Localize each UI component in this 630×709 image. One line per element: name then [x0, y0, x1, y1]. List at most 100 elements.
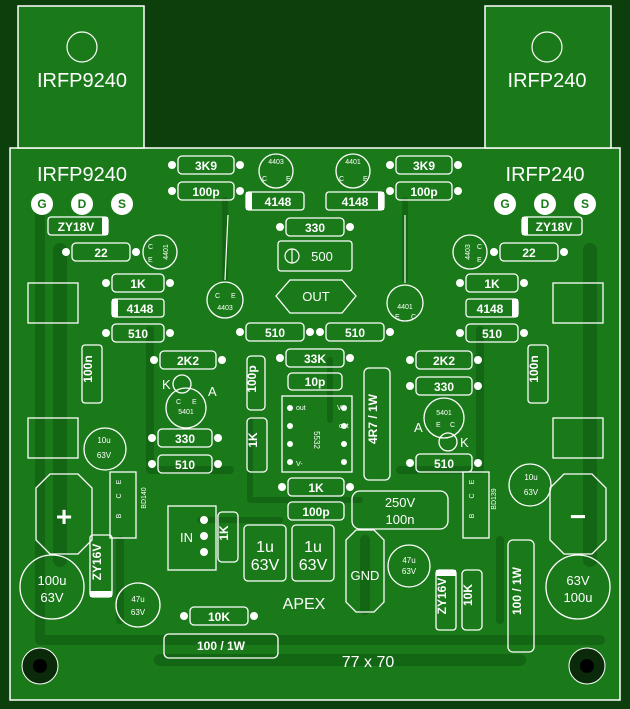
svg-text:330: 330 [175, 432, 195, 446]
svg-text:E: E [395, 314, 400, 321]
svg-text:47u: 47u [131, 595, 144, 604]
capacitor-10u-left: 10u 63V [83, 427, 127, 471]
resistor-510-center-right: 510 [316, 322, 394, 342]
svg-text:3K9: 3K9 [195, 159, 217, 173]
resistor-2k2-left: 2K2 [150, 350, 226, 370]
svg-text:10u: 10u [97, 436, 110, 445]
svg-text:510: 510 [265, 326, 285, 340]
source-block-right-bottom [552, 417, 604, 459]
resistor-10k-bottom: 10K [180, 606, 258, 626]
svg-text:100n: 100n [527, 355, 541, 382]
resistor-510-center-left: 510 [236, 322, 314, 342]
svg-text:B: B [469, 513, 476, 518]
board-dimension: 77 x 70 [342, 654, 395, 671]
transistor-4403-top: 4403 C E [258, 153, 294, 189]
capacitor-1u-left: 1u 63V [243, 524, 287, 582]
transistor-4401-mid: 4401 E C [386, 284, 424, 322]
svg-text:100 / 1W: 100 / 1W [197, 639, 246, 653]
pads-right-gds: G D S [494, 193, 596, 215]
resistor-4r7-1w: 4R7 / 1W [363, 367, 391, 481]
svg-text:E: E [477, 257, 482, 264]
svg-text:100u: 100u [38, 573, 67, 588]
output-pad: OUT [275, 279, 357, 314]
svg-text:2K2: 2K2 [177, 354, 199, 368]
svg-text:250V: 250V [385, 495, 416, 510]
svg-text:−: − [570, 501, 586, 532]
svg-text:1K: 1K [130, 277, 146, 291]
svg-text:4401: 4401 [163, 244, 170, 260]
svg-text:IN: IN [180, 530, 193, 545]
svg-text:4148: 4148 [265, 195, 292, 209]
pads-left-gds: G D S [31, 193, 133, 215]
resistor-330-left: 330 [148, 428, 222, 448]
svg-text:1K: 1K [484, 277, 500, 291]
capacitor-100p-bottom: 100p [287, 501, 345, 521]
svg-text:63V: 63V [97, 451, 112, 460]
svg-text:4403: 4403 [268, 159, 284, 166]
svg-text:ZY16V: ZY16V [435, 578, 449, 615]
svg-text:K: K [460, 435, 469, 450]
svg-text:4148: 4148 [342, 195, 369, 209]
transistor-4403-mid: C E 4403 [206, 281, 244, 319]
capacitor-100u-left: 100u 63V [19, 554, 85, 620]
svg-text:63V: 63V [40, 590, 63, 605]
power-transistor-right: IRFP240 [484, 5, 612, 149]
capacitor-250v-100n: 250V 100n [351, 490, 449, 530]
trimmer-500: 500 [277, 240, 353, 272]
svg-text:ZY18V: ZY18V [58, 220, 95, 234]
board-outline [9, 147, 621, 701]
svg-text:33K: 33K [304, 352, 326, 366]
svg-text:S: S [118, 197, 126, 211]
resistor-22-right: 22 [490, 242, 568, 262]
resistor-1k-right: 1K [456, 273, 528, 293]
label-irfp240-tab: IRFP240 [508, 70, 587, 92]
svg-text:100n: 100n [81, 355, 95, 382]
svg-text:D: D [78, 197, 87, 211]
source-block-left-bottom [27, 417, 79, 459]
svg-text:100 / 1W: 100 / 1W [510, 566, 524, 615]
svg-text:510: 510 [434, 457, 454, 471]
svg-text:G: G [37, 197, 46, 211]
capacitor-100p-vertical: 100p [245, 355, 266, 411]
svg-text:47u: 47u [402, 556, 415, 565]
svg-text:63V: 63V [131, 608, 146, 617]
transistor-4401-top: 4401 C E [335, 153, 371, 189]
transistor-4401-left: 4401 C E [142, 234, 178, 270]
svg-text:2K2: 2K2 [433, 354, 455, 368]
svg-text:C: C [148, 244, 153, 251]
source-block-left-top [27, 282, 79, 324]
svg-text:5532: 5532 [312, 431, 321, 449]
svg-text:4R7 / 1W: 4R7 / 1W [366, 393, 380, 444]
svg-text:10K: 10K [208, 610, 230, 624]
svg-text:D: D [541, 197, 550, 211]
svg-text:100u: 100u [564, 590, 593, 605]
svg-text:E: E [148, 257, 153, 264]
svg-text:1K: 1K [217, 525, 231, 541]
svg-text:5401: 5401 [436, 410, 452, 417]
resistor-1k-input: 1K [217, 511, 239, 563]
svg-text:4148: 4148 [127, 302, 154, 316]
power-pad-plus: + [35, 473, 93, 555]
svg-text:4401: 4401 [397, 304, 413, 311]
svg-text:C: C [411, 314, 416, 321]
resistor-3k9-right: 3K9 [386, 155, 462, 175]
svg-text:1u: 1u [256, 539, 274, 556]
resistor-2k2-right: 2K2 [406, 350, 482, 370]
mounting-hole-left [21, 647, 59, 685]
svg-text:5401: 5401 [178, 409, 194, 416]
svg-text:C: C [176, 399, 181, 406]
transistor-4403-right: 4403 C E [452, 234, 488, 270]
svg-text:22: 22 [522, 246, 536, 260]
svg-text:100n: 100n [386, 512, 415, 527]
resistor-100-1w-vertical: 100 / 1W [507, 539, 535, 653]
svg-text:4403: 4403 [465, 244, 472, 260]
svg-text:4401: 4401 [345, 159, 361, 166]
label-irfp9240: IRFP9240 [37, 164, 127, 186]
opamp-5532: out V+ out V- 5532 [281, 395, 353, 473]
svg-text:1K: 1K [246, 432, 260, 448]
resistor-510-right: 510 [456, 323, 528, 343]
svg-text:22: 22 [94, 246, 108, 260]
resistor-10k-vertical: 10K [461, 569, 483, 631]
zener-zy18v-left: ZY18V [47, 216, 109, 236]
